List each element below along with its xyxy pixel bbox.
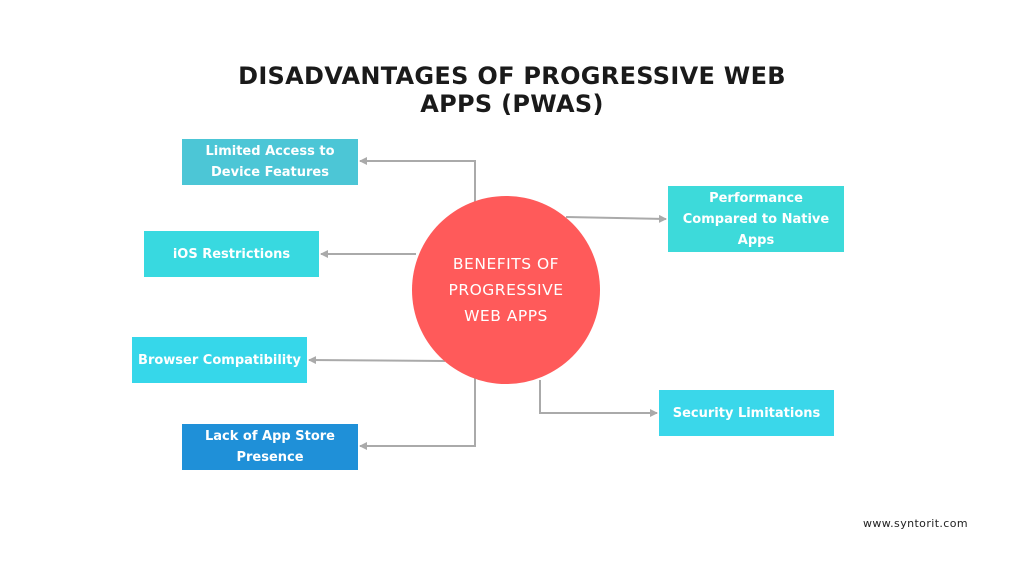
node-performance: Performance Compared to Native Apps xyxy=(668,186,844,252)
node-performance-line-3: Apps xyxy=(737,232,775,248)
connector-browser-compat xyxy=(308,356,446,365)
connector-limited-access xyxy=(359,157,476,218)
node-browser-compatibility: Browser Compatibility xyxy=(132,337,307,383)
center-circle: BENEFITS OF PROGRESSIVE WEB APPS xyxy=(412,196,600,384)
connector-app-store xyxy=(359,366,476,450)
node-limited-access-line-1: Limited Access to xyxy=(205,144,335,159)
title-line-2: APPS (PWAS) xyxy=(420,90,604,118)
node-app-store-line-2: Presence xyxy=(236,450,304,465)
node-browser-compatibility-label: Browser Compatibility xyxy=(138,352,301,368)
connector-performance xyxy=(565,214,667,223)
connector-security xyxy=(539,380,658,417)
footer-url: www.syntorit.com xyxy=(862,517,968,530)
title-line-1: DISADVANTAGES OF PROGRESSIVE WEB xyxy=(238,62,786,90)
node-security-label: Security Limitations xyxy=(672,405,821,421)
node-security: Security Limitations xyxy=(659,390,834,436)
node-app-store-line-1: Lack of App Store xyxy=(205,429,335,444)
center-line-1: BENEFITS OF xyxy=(452,255,560,273)
node-performance-line-2: Compared to Native xyxy=(682,211,830,227)
node-app-store: Lack of App Store Presence xyxy=(182,424,358,470)
center-line-2: PROGRESSIVE xyxy=(448,281,564,299)
node-limited-access-line-2: Device Features xyxy=(211,165,329,180)
node-ios-restrictions: iOS Restrictions xyxy=(144,231,319,277)
node-limited-access: Limited Access to Device Features xyxy=(182,139,358,185)
center-line-3: WEB APPS xyxy=(464,307,548,325)
node-ios-restrictions-label: iOS Restrictions xyxy=(172,246,291,262)
node-performance-line-1: Performance xyxy=(709,190,803,206)
page-title: DISADVANTAGES OF PROGRESSIVE WEB APPS (P… xyxy=(212,62,812,118)
